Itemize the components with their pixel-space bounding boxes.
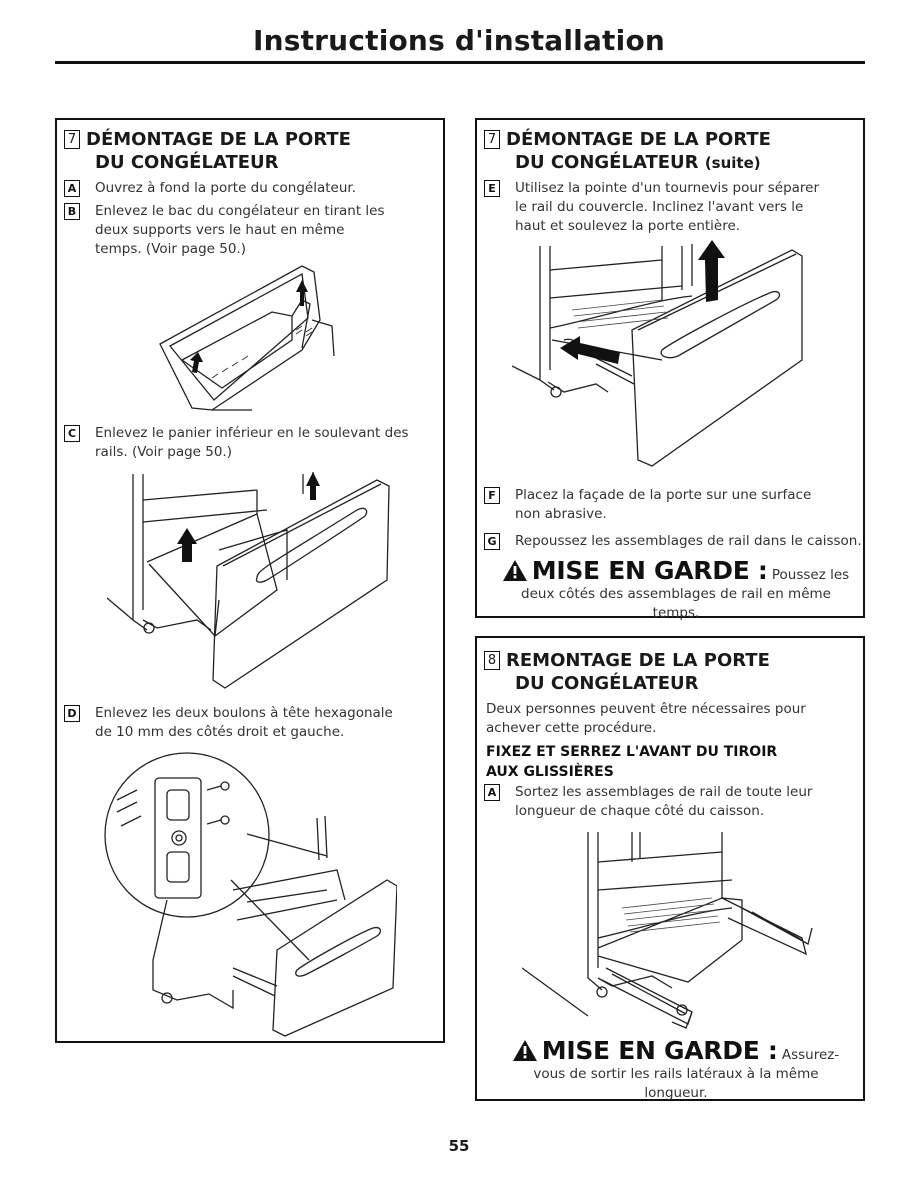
step-text: Enlevez le panier inférieur en le soulev… [95, 425, 409, 460]
caution-text: Poussez les deux côtés des assemblages d… [521, 567, 850, 621]
caution-text: Assurez-vous de sortir les rails latérau… [533, 1047, 840, 1101]
page-number: 55 [448, 1137, 470, 1155]
section-heading: 7 DÉMONTAGE DE LA PORTE DU CONGÉLATEUR (s… [484, 128, 771, 175]
right-bottom-panel: 8 REMONTAGE DE LA PORTE DU CONGÉLATEUR De… [475, 636, 865, 1101]
page-title: Instructions d'installation [252, 24, 666, 57]
step-letter: G [484, 533, 500, 550]
caution-block: MISE EN GARDE : Assurez-vous de sortir l… [501, 1038, 851, 1103]
subheading: FIXEZ ET SERREZ L'AVANT DU TIROIR AUX GL… [486, 744, 778, 780]
section-number: 7 [484, 130, 500, 149]
step-e: E Utilisez la pointe d'un tournevis pour… [484, 179, 824, 236]
step-letter: E [484, 180, 500, 197]
section-number: 7 [64, 130, 80, 149]
hex-bolt-illustration [104, 752, 397, 1037]
section-heading: 7 DÉMONTAGE DE LA PORTE DU CONGÉLATEUR [64, 128, 351, 174]
step-text: Sortez les assemblages de rail de toute … [515, 784, 813, 819]
step-a: A Sortez les assemblages de rail de tout… [484, 783, 814, 821]
step-text: Enlevez les deux boulons à tête hexagona… [95, 705, 393, 740]
step-d: D Enlevez les deux boulons à tête hexago… [64, 704, 394, 742]
title-rule [55, 61, 865, 64]
heading-suffix: (suite) [704, 154, 761, 172]
caution-block: MISE EN GARDE : Poussez les deux côtés d… [501, 558, 851, 623]
intro-text: Deux personnes peuvent être nécessaires … [486, 701, 806, 736]
heading-line-2: DU CONGÉLATEUR [515, 673, 699, 694]
heading-line-1: REMONTAGE DE LA PORTE [506, 650, 770, 671]
step-letter: C [64, 425, 80, 442]
section-number: 8 [484, 651, 500, 670]
step-g: G Repoussez les assemblages de rail dans… [484, 532, 864, 551]
step-letter: F [484, 487, 500, 504]
warning-triangle-icon [502, 560, 527, 581]
lower-basket-illustration [107, 472, 390, 689]
step-f: F Placez la façade de la porte sur une s… [484, 486, 824, 524]
caution-label: MISE EN GARDE : [531, 556, 768, 585]
step-a: A Ouvrez à fond la porte du congélateur. [64, 179, 424, 198]
step-text: Ouvrez à fond la porte du congélateur. [95, 180, 356, 196]
step-text: Utilisez la pointe d'un tournevis pour s… [515, 180, 820, 234]
freezer-bin-illustration [159, 265, 335, 411]
right-top-panel: 7 DÉMONTAGE DE LA PORTE DU CONGÉLATEUR (s… [475, 118, 865, 621]
heading-line-2: DU CONGÉLATEUR [95, 152, 279, 173]
extended-rails-illustration [522, 832, 813, 1029]
step-text: Repoussez les assemblages de rail dans l… [515, 533, 862, 549]
up-arrow-icon [177, 472, 320, 562]
step-letter: D [64, 705, 80, 722]
step-b: B Enlevez le bac du congélateur en tiran… [64, 202, 394, 259]
step-c: C Enlevez le panier inférieur en le soul… [64, 424, 439, 462]
section-heading: 8 REMONTAGE DE LA PORTE DU CONGÉLATEUR [484, 649, 770, 695]
step-text: Placez la façade de la porte sur une sur… [515, 487, 812, 522]
step-letter: A [64, 180, 80, 197]
step-letter: A [484, 784, 500, 801]
step-text: Enlevez le bac du congélateur en tirant … [95, 203, 385, 257]
up-arrow-icon [190, 280, 308, 373]
left-arrow-icon [560, 336, 620, 364]
heading-line-1: DÉMONTAGE DE LA PORTE [86, 129, 351, 150]
door-removal-illustration [512, 240, 803, 467]
heading-line-2: DU CONGÉLATEUR [515, 152, 699, 173]
warning-triangle-icon [512, 1040, 537, 1061]
step-letter: B [64, 203, 80, 220]
up-arrow-icon [698, 240, 725, 302]
left-panel: 7 DÉMONTAGE DE LA PORTE DU CONGÉLATEUR A … [55, 118, 445, 1043]
caution-label: MISE EN GARDE : [541, 1036, 778, 1065]
heading-line-1: DÉMONTAGE DE LA PORTE [506, 129, 771, 150]
